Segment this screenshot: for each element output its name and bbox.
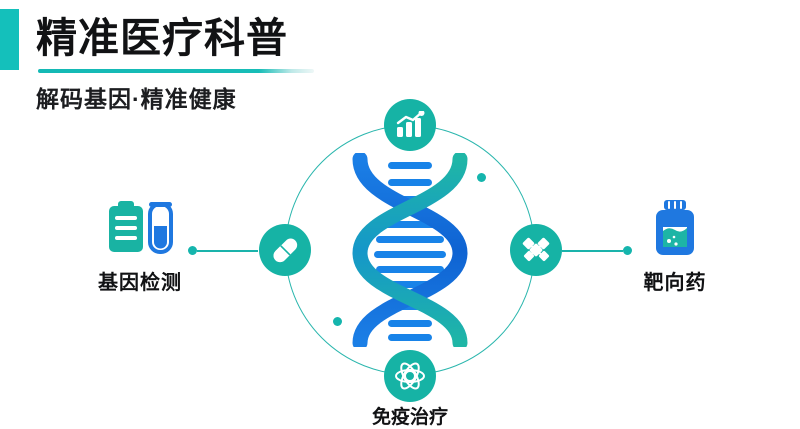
ring-dot-lower-left xyxy=(333,317,342,326)
ring-node-bottom-label: 免疫治疗 xyxy=(371,407,448,428)
connector-right xyxy=(562,246,632,255)
page-subtitle: 解码基因·精准健康 xyxy=(36,86,237,112)
side-item-gene-testing[interactable]: 基因检测 xyxy=(55,196,225,295)
diagram-hub: 免疫治疗 xyxy=(259,99,562,428)
ring-node-right[interactable] xyxy=(510,224,562,276)
bar-chart-growth-icon xyxy=(395,111,425,139)
ring-node-left[interactable] xyxy=(259,224,311,276)
slide-canvas: 精准医疗科普 解码基因·精准健康 基因检测 xyxy=(0,9,760,428)
side-item-label: 靶向药 xyxy=(643,272,707,294)
page-title: 精准医疗科普 xyxy=(36,15,288,61)
molecule-icon xyxy=(521,235,551,265)
connector-line-right xyxy=(562,249,623,252)
atom-icon xyxy=(394,360,426,392)
medicine-bottle-icon xyxy=(590,196,760,260)
connector-dot-left xyxy=(188,246,197,255)
capsule-pill-icon xyxy=(269,234,301,266)
header-accent-bar xyxy=(0,9,19,70)
ring-node-top[interactable] xyxy=(384,99,436,151)
clipboard-test-tube-icon xyxy=(55,196,225,260)
ring-dot-upper-right xyxy=(477,173,486,182)
ring-node-bottom[interactable] xyxy=(384,350,436,402)
side-item-targeted-drug[interactable]: 靶向药 xyxy=(590,196,760,295)
dna-helix-icon xyxy=(342,151,478,351)
connector-line-left xyxy=(197,249,258,252)
side-item-label: 基因检测 xyxy=(98,272,182,294)
connector-dot-right xyxy=(623,246,632,255)
title-underline-rule xyxy=(38,69,314,73)
connector-left xyxy=(188,246,258,255)
